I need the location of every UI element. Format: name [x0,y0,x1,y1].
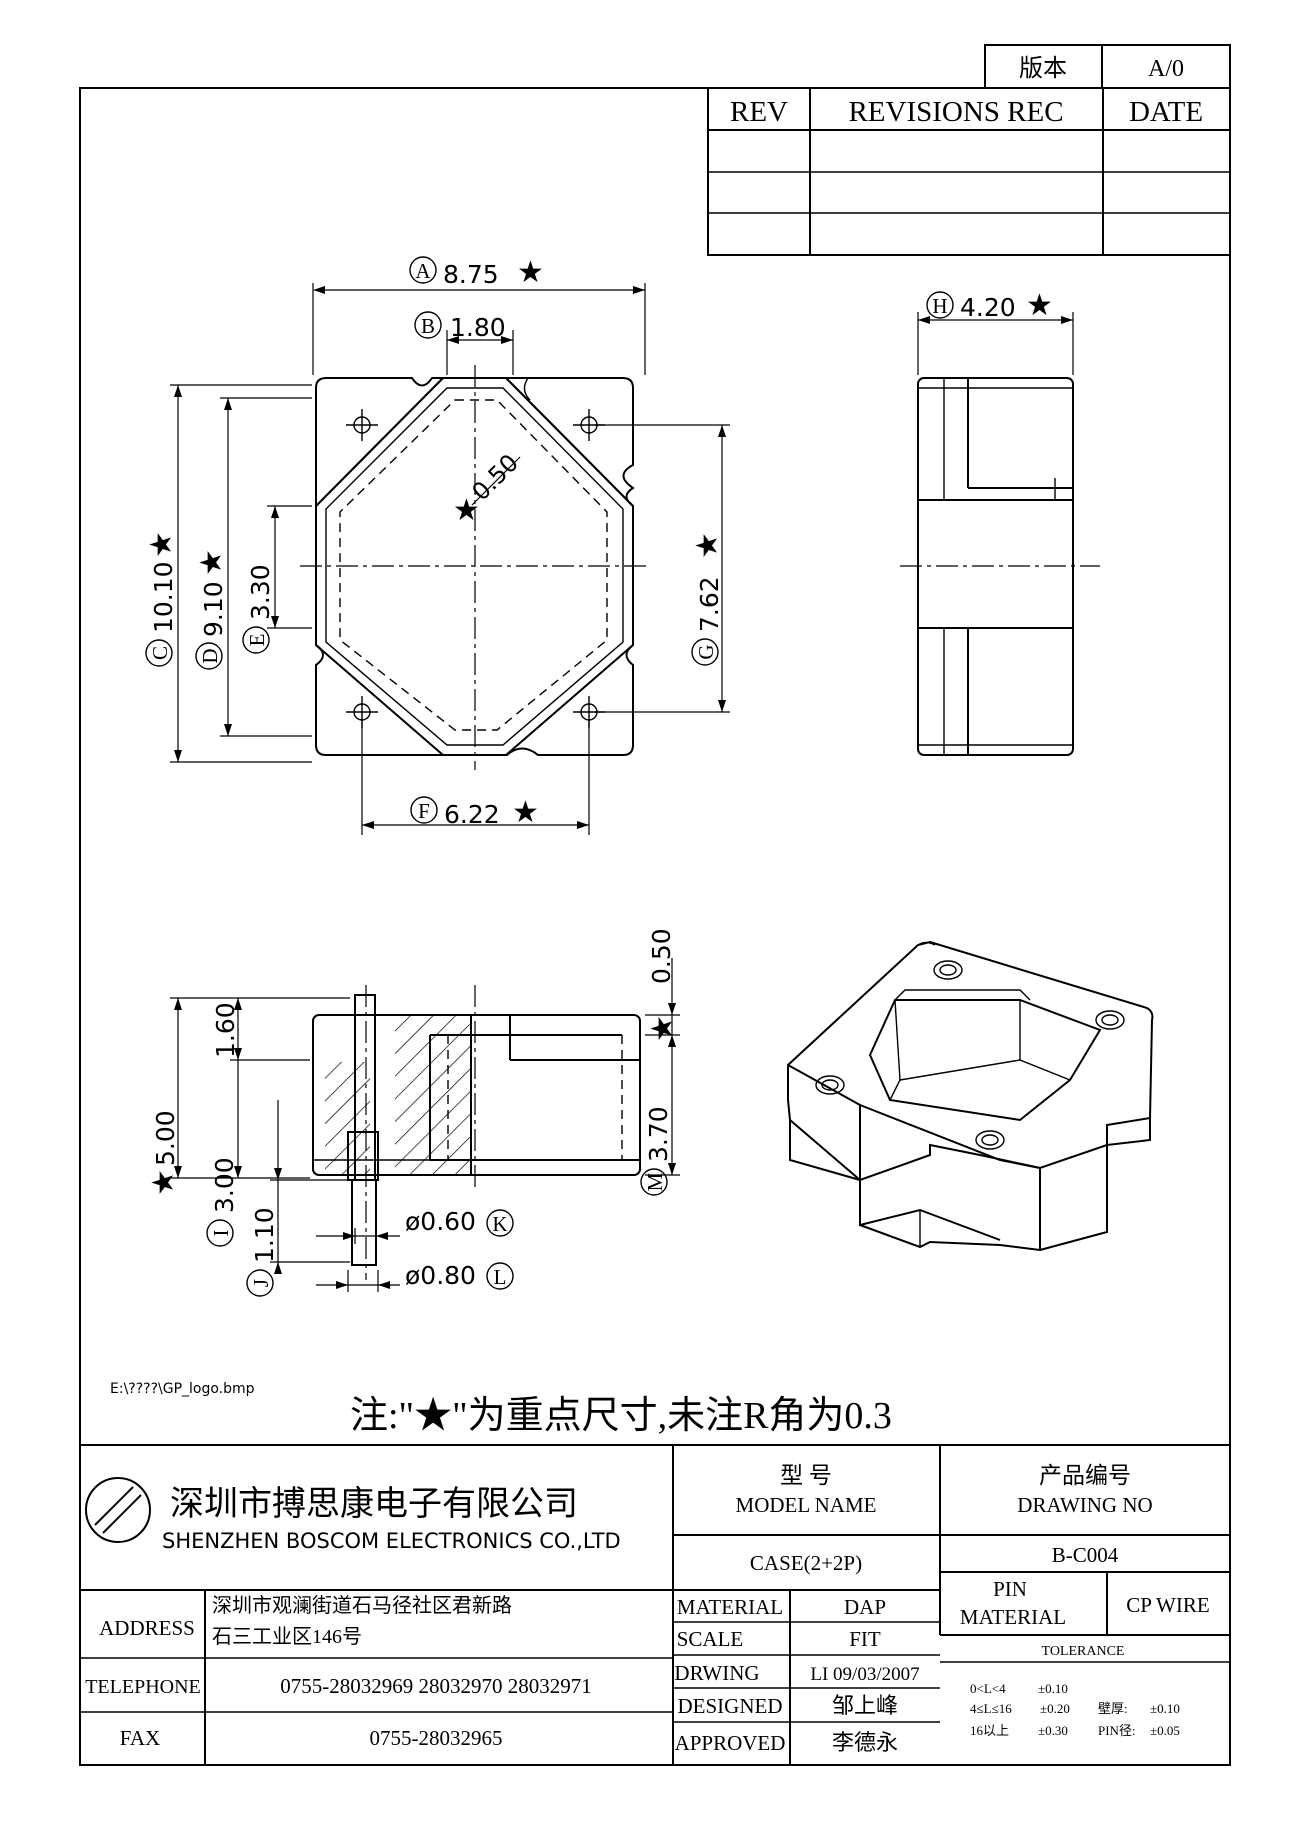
star-g: ★ [691,532,724,559]
dim-upper: 1.60 [211,1002,240,1058]
dim-d: 9.10 [199,581,228,637]
revisions-table: REV REVISIONS REC DATE [707,87,1231,256]
material-label: MATERIAL [677,1595,783,1619]
model-name-cn: 型 号 [780,1463,832,1488]
tol-pin-value: ±0.05 [1150,1723,1180,1738]
version-value: A/0 [1148,56,1184,82]
version-box: 版本 A/0 [984,44,1231,89]
company-name-cn: 深圳市搏思康电子有限公司 [170,1485,578,1523]
designed-label: DESIGNED [678,1694,783,1718]
dim-b: 1.80 [450,313,506,342]
material-value: DAP [844,1595,886,1619]
dim-m: 3.70 [644,1106,673,1162]
approved-by: 李德永 [832,1730,898,1755]
star-f: ★ [512,796,539,829]
star-h: ★ [1026,289,1053,322]
top-view-dimensions: A 8.75 ★ B 1.80 C 10.10 ★ D 9.10 ★ [145,256,730,835]
fax-value: 0755-28032965 [370,1726,503,1750]
dim-f: 6.22 [444,800,500,829]
letter-a: A [415,259,431,283]
drawing-by: LI 09/03/2007 [810,1664,919,1685]
sheet-border [79,87,1231,1766]
tol-wall-label: 壁厚: [1098,1701,1128,1716]
drawing-no-cn: 产品编号 [1039,1463,1131,1488]
dim-l: ø0.80 [405,1261,476,1290]
revisions-rec-header: REVISIONS REC [848,96,1063,128]
dim-h: 4.20 [960,293,1016,322]
version-label: 版本 [1019,55,1067,82]
tol-value-2: ±0.20 [1040,1701,1070,1716]
model-value: CASE(2+2P) [750,1551,862,1575]
tol-range-1: 0<L<4 [970,1681,1006,1696]
top-view: ★ 0.50 [300,365,650,770]
tol-value-3: ±0.30 [1038,1723,1068,1738]
telephone-value: 0755-28032969 28032970 28032971 [280,1674,592,1698]
company-logo [85,1477,151,1543]
address-label: ADDRESS [99,1616,195,1640]
letter-b: B [421,314,435,338]
letter-k: K [492,1212,507,1236]
rev-header: REV [730,96,788,128]
pin-material-label-1: PIN [993,1577,1027,1601]
tol-wall-value: ±0.10 [1150,1701,1180,1716]
pin-material-label-2: MATERIAL [960,1605,1066,1629]
letter-l: L [494,1265,507,1289]
address-line-2: 石三工业区146号 [212,1625,362,1648]
scale-label: SCALE [677,1627,744,1651]
letter-c: C [148,646,172,660]
isometric-view [787,940,1154,1252]
dim-g: 7.62 [695,576,724,632]
letter-m: M [643,1172,667,1191]
star-total: ★ [147,1169,180,1196]
model-name-en: MODEL NAME [736,1493,877,1517]
scale-value: FIT [849,1627,881,1651]
pin-material-value: CP WIRE [1126,1593,1209,1617]
star-a: ★ [517,256,544,289]
tol-pin-label: PIN径: [1098,1723,1136,1738]
star-d: ★ [195,549,228,576]
date-header: DATE [1129,96,1203,128]
tol-value-1: ±0.10 [1038,1681,1068,1696]
tol-range-2: 4≤L≤16 [970,1701,1012,1716]
dim-top-gap: 0.50 [647,928,676,984]
logo-file-path: E:\????\GP_logo.bmp [110,1381,255,1397]
drawing-note: 注:"★"为重点尺寸,未注R角为0.3 [350,1395,892,1437]
letter-e: E [245,634,269,647]
dim-k: ø0.60 [405,1207,476,1236]
drawing-no-en: DRAWING NO [1017,1493,1152,1517]
letter-h: H [932,294,947,318]
center-star: ★ [453,494,480,527]
address-line-1: 深圳市观澜街道石马径社区君新路 [212,1594,512,1617]
drawing-no-value: B-C004 [1052,1543,1119,1567]
section-view-dimensions: ★ 5.00 1.60 I 3.00 J 1.10 [147,928,680,1297]
dim-j: 1.10 [250,1207,279,1263]
designed-by: 邹上峰 [832,1693,898,1718]
letter-i: I [209,1230,233,1237]
star-c: ★ [145,531,178,558]
telephone-label: TELEPHONE [85,1676,201,1698]
fax-label: FAX [120,1726,160,1750]
letter-j: J [249,1279,273,1287]
letter-f: F [418,799,430,823]
dim-i: 3.00 [210,1157,239,1213]
dim-total-height: 5.00 [151,1110,180,1166]
letter-d: D [198,648,222,663]
approved-label: APPROVED [675,1731,786,1755]
dim-c: 10.10 [149,561,178,633]
letter-g: G [694,644,718,659]
title-block: 深圳市搏思康电子有限公司 SHENZHEN BOSCOM ELECTRONICS… [80,1444,1230,1765]
tolerance-label: TOLERANCE [1042,1644,1125,1659]
dim-e: 3.30 [246,564,275,620]
drawing-label: DRWING [674,1661,759,1685]
tol-range-3: 16以上 [970,1723,1009,1738]
dim-a: 8.75 [443,260,499,289]
company-name-en: SHENZHEN BOSCOM ELECTRONICS CO.,LTD [162,1529,621,1553]
section-view [312,985,641,1280]
side-view: H 4.20 ★ [900,289,1100,756]
star-top-gap: ★ [646,1015,679,1042]
